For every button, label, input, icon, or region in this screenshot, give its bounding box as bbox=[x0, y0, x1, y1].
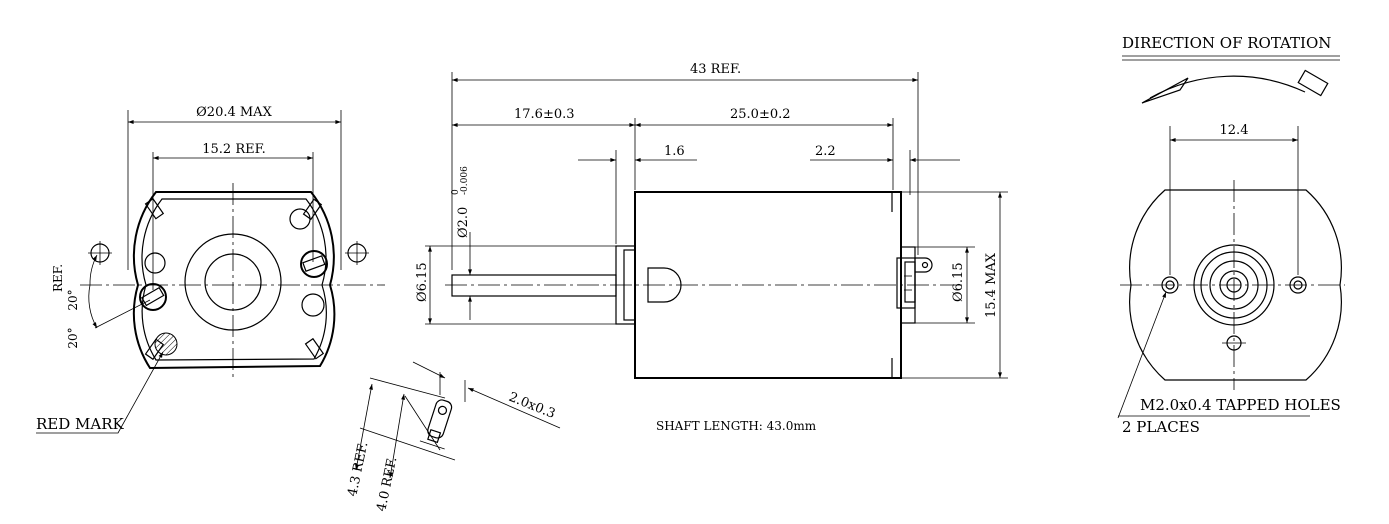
front-terminal-right bbox=[300, 250, 328, 278]
dim-front-mount: 15.2 REF. bbox=[202, 142, 265, 157]
dim-angle-top: 20° bbox=[66, 289, 80, 310]
front-view: Ø20.4 MAX 15.2 REF. REF. 20° 20° RED MAR… bbox=[36, 105, 385, 434]
front-outline bbox=[132, 191, 336, 370]
dim-terminal-height-1: 4.3 REF. bbox=[345, 441, 371, 498]
motor-shaft bbox=[451, 274, 617, 297]
tapped-holes-note-1: M2.0x0.4 TAPPED HOLES bbox=[1140, 396, 1341, 414]
red-mark-label: RED MARK bbox=[36, 415, 125, 433]
dim-angle-bottom: 20° bbox=[66, 327, 80, 348]
dim-shaft-tol-upper: 0 bbox=[451, 189, 461, 195]
red-mark-indicator bbox=[154, 332, 178, 356]
dim-flange: 1.6 bbox=[664, 144, 685, 159]
dim-body-length: 25.0±0.2 bbox=[730, 107, 791, 122]
dim-boss-right: Ø6.15 bbox=[951, 262, 966, 302]
dim-overall-length: 43 REF. bbox=[690, 62, 741, 77]
rotation-arrow bbox=[1149, 75, 1306, 99]
dim-terminal-thickness: 2.0x0.3 bbox=[507, 390, 558, 422]
rear-outline bbox=[1129, 189, 1342, 381]
dim-hole-spacing: 12.4 bbox=[1220, 123, 1249, 138]
dim-body-dia: 15.4 MAX bbox=[984, 252, 999, 318]
dim-angle-ref: REF. bbox=[51, 264, 65, 292]
terminal-detail: 2.0x0.3 4.3 REF. 4.0 REF. bbox=[345, 361, 561, 513]
dim-rear: 2.2 bbox=[815, 144, 836, 159]
dim-shaft-dia: Ø2.0 bbox=[456, 207, 471, 238]
rear-view: DIRECTION OF ROTATION 12.4 M2.0 bbox=[1117, 34, 1345, 436]
dim-shaft-exposed: 17.6±0.3 bbox=[514, 107, 575, 122]
side-view: 43 REF. 17.6±0.3 25.0±0.2 1.6 2.2 Ø2.0 0… bbox=[415, 62, 1008, 433]
dim-terminal-height-2: 4.0 REF. bbox=[374, 456, 400, 513]
dim-front-width: Ø20.4 MAX bbox=[196, 105, 272, 120]
front-inner-outline bbox=[141, 198, 327, 361]
dim-boss-left: Ø6.15 bbox=[415, 262, 430, 302]
dim-shaft-tol-lower: -0.006 bbox=[460, 166, 470, 195]
shaft-length-note: SHAFT LENGTH: 43.0mm bbox=[656, 419, 817, 433]
tapped-holes-note-2: 2 PLACES bbox=[1122, 418, 1200, 436]
rotation-title: DIRECTION OF ROTATION bbox=[1122, 34, 1331, 52]
